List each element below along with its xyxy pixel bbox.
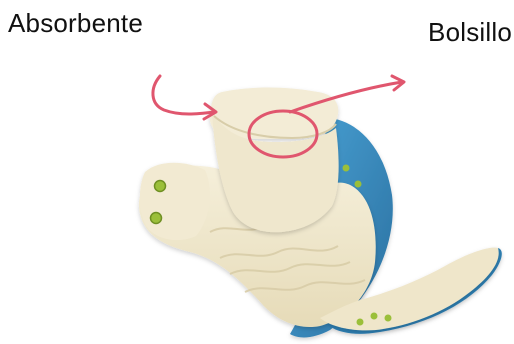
snap-icon (155, 181, 166, 192)
snap-icon (355, 181, 362, 188)
snap-icon (151, 213, 162, 224)
curved-arrow-icon (153, 76, 216, 119)
snap-icon (385, 315, 392, 322)
snap-icon (371, 313, 378, 320)
snap-icon (343, 165, 350, 172)
snap-icon (357, 319, 364, 326)
